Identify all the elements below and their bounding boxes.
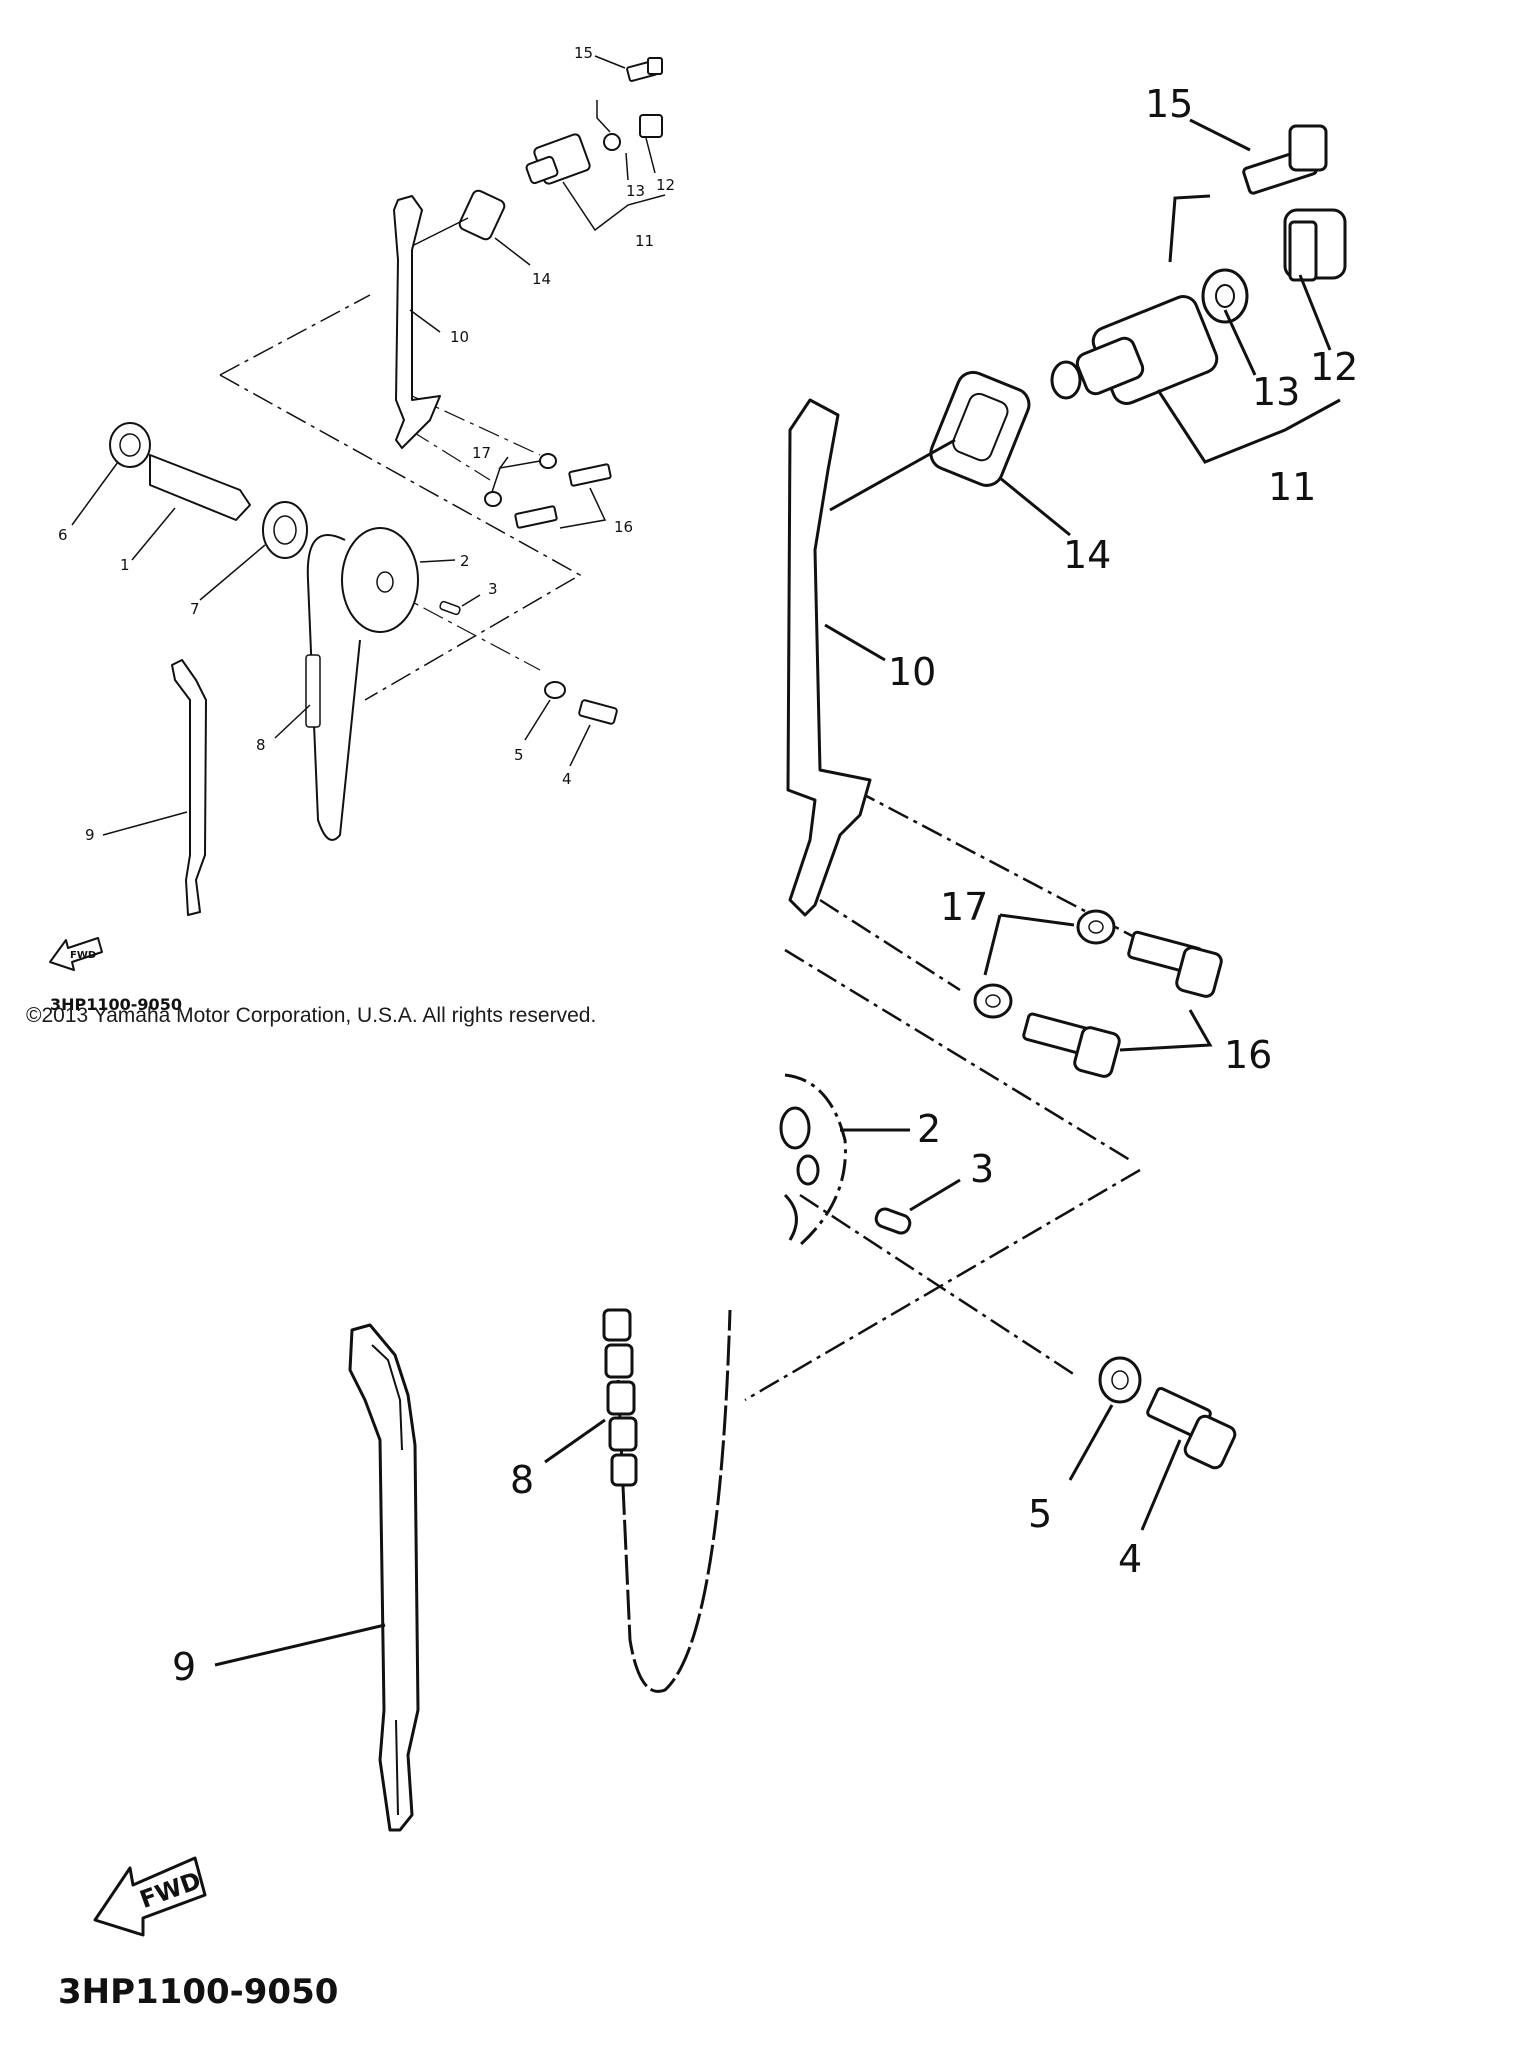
callout-8-large: 8 <box>510 1458 534 1502</box>
guide-9-small <box>171 659 207 916</box>
fwd-arrow-large: FWD <box>93 1856 207 1937</box>
callout-17-large: 17 <box>940 885 988 929</box>
callout-2-small: 2 <box>460 552 470 570</box>
callout-14-small: 14 <box>532 270 551 288</box>
gasket-small <box>458 189 506 241</box>
callout-10-small: 10 <box>450 328 469 346</box>
pin-3-large <box>874 1207 912 1235</box>
tensioner-large <box>1050 124 1347 405</box>
cam-chain-large <box>613 1309 732 1693</box>
callout-11-small: 11 <box>635 232 654 250</box>
callout-3-small: 3 <box>488 580 498 598</box>
chain-guide-small <box>393 195 441 449</box>
callout-7-small: 7 <box>190 600 200 618</box>
chain-links-large <box>602 1308 638 1487</box>
fwd-label-small: FWD <box>70 950 96 961</box>
callout-8-small: 8 <box>256 736 266 754</box>
callout-15-large: 15 <box>1145 82 1193 126</box>
callout-10-large: 10 <box>888 650 936 694</box>
copyright-notice: ©2013 Yamaha Motor Corporation, U.S.A. A… <box>26 1004 597 1027</box>
callout-5-large: 5 <box>1028 1492 1052 1536</box>
gasket-large <box>929 370 1031 487</box>
overview-diagram: 15 12 13 11 14 10 17 16 6 1 7 <box>49 44 675 1014</box>
bolt-16b-large <box>1022 1012 1121 1078</box>
callout-4-small: 4 <box>562 770 572 788</box>
callout-6-small: 6 <box>58 526 68 544</box>
callout-9-small: 9 <box>85 826 95 844</box>
callout-12-large: 12 <box>1310 345 1358 389</box>
guide-9-large <box>348 1323 420 1832</box>
camshaft-small <box>149 454 251 521</box>
callout-4-large: 4 <box>1118 1537 1142 1581</box>
callout-15-small: 15 <box>574 44 593 62</box>
bolt-4-large <box>1146 1386 1237 1470</box>
callout-17-small: 17 <box>472 444 491 462</box>
callout-1-small: 1 <box>120 556 130 574</box>
callout-13-large: 13 <box>1252 370 1300 414</box>
fwd-arrow-small: FWD <box>49 937 103 971</box>
diagram-code-large: 3HP1100-9050 <box>58 1972 338 2012</box>
callout-16-large: 16 <box>1224 1033 1272 1077</box>
callout-3-large: 3 <box>970 1147 994 1191</box>
callout-16-small: 16 <box>614 518 633 536</box>
diagram-code-small: 3HP1100-9050 <box>50 995 182 1014</box>
cam-chain-small <box>306 534 361 841</box>
chain-guide-large <box>786 398 872 917</box>
callout-2-large: 2 <box>917 1107 941 1151</box>
callout-14-large: 14 <box>1063 533 1111 577</box>
tensioner-small <box>525 57 663 185</box>
zoomed-diagram: 15 12 13 11 14 10 17 <box>58 82 1358 2012</box>
bolt-16a-large <box>1127 930 1223 998</box>
callout-11-large: 11 <box>1268 465 1316 509</box>
callout-13-small: 13 <box>626 182 645 200</box>
callout-9-large: 9 <box>172 1645 196 1689</box>
sprocket-large <box>779 1073 847 1247</box>
callout-5-small: 5 <box>514 746 524 764</box>
callout-12-small: 12 <box>656 176 675 194</box>
